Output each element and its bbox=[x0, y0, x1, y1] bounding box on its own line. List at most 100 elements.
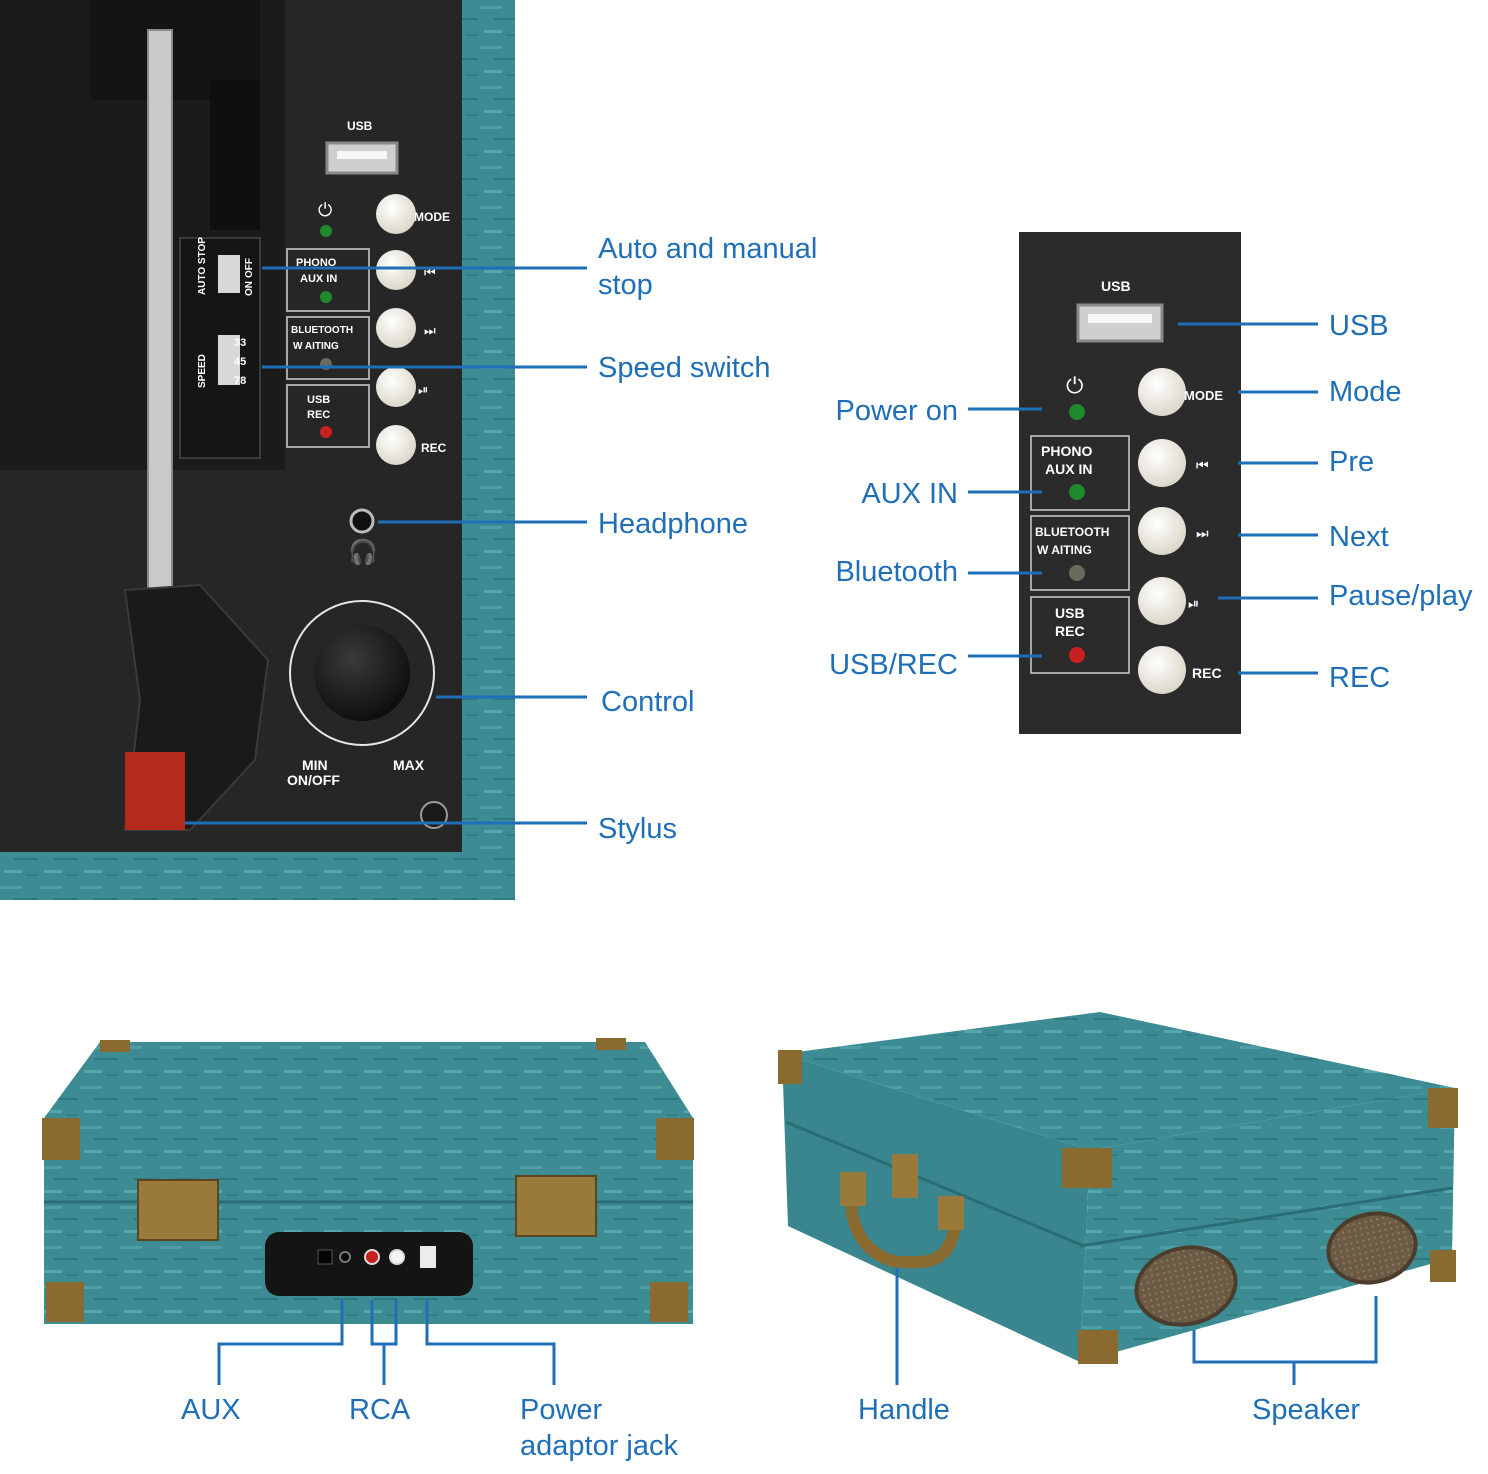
headphone-icon: 🎧 bbox=[348, 538, 378, 566]
panel-usb2-text: USB bbox=[1055, 605, 1085, 621]
on-text: ON bbox=[244, 281, 255, 296]
auto-stop-switch[interactable] bbox=[218, 255, 240, 293]
aux-jack[interactable] bbox=[339, 1251, 351, 1263]
label-speed-switch: Speed switch bbox=[598, 352, 771, 384]
speed-label-text: SPEED bbox=[197, 354, 208, 388]
power-led bbox=[320, 225, 332, 237]
label-bluetooth: Bluetooth bbox=[835, 556, 958, 588]
angled-seam bbox=[1079, 1186, 1453, 1248]
panel-power-icon: ⏻ bbox=[1066, 373, 1083, 398]
case-handle[interactable] bbox=[845, 1184, 961, 1268]
panel-phono-box bbox=[1030, 435, 1130, 511]
next-button[interactable] bbox=[376, 308, 416, 348]
label-pre: Pre bbox=[1329, 446, 1374, 478]
label-power-line1: Power bbox=[520, 1394, 603, 1426]
rca-red-jack[interactable] bbox=[364, 1249, 380, 1265]
case-lid-top bbox=[44, 1042, 693, 1118]
label-aux: AUX bbox=[181, 1394, 241, 1426]
lead-aux bbox=[217, 1300, 344, 1385]
panel-waiting-text: W AITING bbox=[1037, 543, 1092, 557]
panel-rec-button[interactable] bbox=[1138, 646, 1186, 694]
label-stylus: Stylus bbox=[598, 813, 677, 845]
min-text: MIN bbox=[302, 757, 328, 773]
auto-stop-text: AUTO STOP bbox=[197, 237, 208, 295]
hinge-left bbox=[137, 1179, 219, 1241]
waiting-text: W AITING bbox=[293, 341, 339, 352]
angled-corner-bottom bbox=[1078, 1330, 1118, 1364]
panel-bluetooth-led bbox=[1069, 565, 1085, 581]
corner-bracket-tr bbox=[656, 1118, 694, 1160]
volume-knob[interactable] bbox=[314, 625, 410, 721]
lead-speaker bbox=[1192, 1296, 1378, 1364]
speed-78-text: 78 bbox=[234, 375, 246, 387]
label-next: Next bbox=[1329, 521, 1389, 553]
max-text: MAX bbox=[393, 757, 425, 773]
hinge-right bbox=[515, 1175, 597, 1237]
label-mode: Mode bbox=[1329, 376, 1402, 408]
label-aux-in-left: AUX IN bbox=[861, 478, 958, 510]
rec-text: REC bbox=[421, 441, 447, 455]
top-right-panel: USB ⏻ MODE PHONO AUX IN ⏮ BLUETOOTH W AI… bbox=[829, 232, 1473, 734]
label-handle: Handle bbox=[858, 1394, 950, 1426]
speaker-right bbox=[1326, 1211, 1418, 1285]
angled-corner-right-top bbox=[1428, 1088, 1458, 1128]
prev-button[interactable] bbox=[376, 250, 416, 290]
panel-play-pause-icon: ⏯ bbox=[1188, 595, 1199, 611]
power-icon: ⏻ bbox=[318, 200, 332, 220]
rca-white-jack[interactable] bbox=[389, 1249, 405, 1265]
power-jack[interactable] bbox=[420, 1246, 436, 1268]
tonearm-rest bbox=[210, 80, 260, 230]
bluetooth-text: BLUETOOTH bbox=[291, 325, 353, 336]
rec-small-text: REC bbox=[307, 409, 330, 421]
aux-in-text: AUX IN bbox=[300, 273, 337, 285]
label-pause-play: Pause/play bbox=[1329, 580, 1473, 612]
rec-button[interactable] bbox=[376, 425, 416, 465]
headphone-jack[interactable] bbox=[349, 508, 375, 534]
onoff-text: ON/OFF bbox=[287, 772, 340, 788]
panel-rec-led bbox=[1069, 647, 1085, 663]
handle-mount-right bbox=[938, 1196, 964, 1230]
stylus-tip bbox=[125, 752, 185, 830]
label-rca: RCA bbox=[349, 1394, 411, 1426]
angled-seam-left bbox=[785, 1120, 1085, 1248]
aux-port[interactable] bbox=[317, 1249, 333, 1265]
panel-next-button[interactable] bbox=[1138, 507, 1186, 555]
speaker-left bbox=[1134, 1245, 1238, 1327]
corner-bracket-tl bbox=[42, 1118, 80, 1160]
panel-usb-text: USB bbox=[1101, 278, 1131, 294]
tonearm-rod bbox=[147, 29, 173, 591]
panel-aux-in-text: AUX IN bbox=[1045, 461, 1092, 477]
play-pause-button[interactable] bbox=[376, 367, 416, 407]
panel-prev-button[interactable] bbox=[1138, 439, 1186, 487]
usb-label-text: USB bbox=[347, 119, 373, 133]
phono-box bbox=[286, 248, 370, 312]
panel-mode-button[interactable] bbox=[1138, 368, 1186, 416]
panel-bluetooth-box bbox=[1030, 515, 1130, 591]
angled-corner-left-top bbox=[778, 1050, 802, 1084]
lead-power-jack bbox=[425, 1300, 556, 1385]
label-speaker: Speaker bbox=[1252, 1394, 1360, 1426]
play-pause-icon: ⏯ bbox=[418, 382, 428, 397]
label-usb: USB bbox=[1329, 310, 1389, 342]
corner-bracket-br bbox=[650, 1282, 688, 1322]
label-auto-stop-line1: Auto and manual bbox=[598, 233, 817, 265]
mode-button[interactable] bbox=[376, 194, 416, 234]
off-text: OFF bbox=[244, 258, 255, 278]
rec-led bbox=[320, 426, 332, 438]
panel-next-icon: ⏭ bbox=[1196, 525, 1209, 541]
label-auto-stop-line2: stop bbox=[598, 269, 653, 301]
speed-slider[interactable] bbox=[218, 335, 240, 385]
panel-play-pause-button[interactable] bbox=[1138, 577, 1186, 625]
usb2-text: USB bbox=[307, 394, 330, 406]
next-icon: ⏭ bbox=[424, 323, 436, 338]
label-usb-rec: USB/REC bbox=[829, 649, 958, 681]
panel-aux-led bbox=[1069, 484, 1085, 500]
top-left-closeup: AUTO STOP OFF ON SPEED 33 45 78 USB ⏻ MO… bbox=[0, 0, 817, 900]
bottom-right-case-angle: Handle Speaker bbox=[778, 1012, 1458, 1426]
panel-power-led bbox=[1069, 404, 1085, 420]
handle-mount-left bbox=[840, 1172, 866, 1206]
label-headphone: Headphone bbox=[598, 508, 748, 540]
angled-corner-right-bottom bbox=[1430, 1250, 1456, 1282]
panel-phono-text: PHONO bbox=[1041, 443, 1092, 459]
